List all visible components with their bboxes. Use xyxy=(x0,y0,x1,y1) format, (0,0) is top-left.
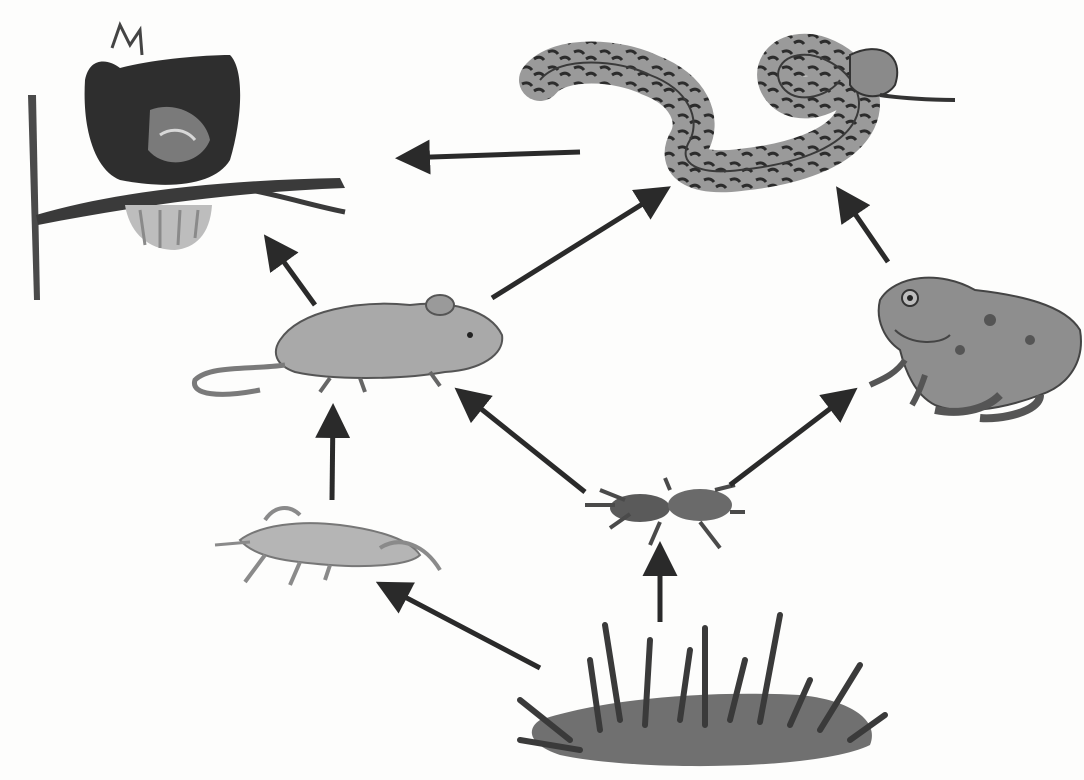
arrow-grasshopper-to-mouse xyxy=(332,410,333,500)
insect-icon xyxy=(585,478,745,548)
arrow-snake-to-owl xyxy=(402,152,580,158)
frog-icon xyxy=(870,278,1081,419)
owl-icon xyxy=(28,25,345,300)
arrow-mouse-to-snake xyxy=(492,190,665,298)
mouse-icon xyxy=(194,295,502,394)
arrow-mouse-to-owl xyxy=(268,240,315,305)
arrow-insect-to-mouse xyxy=(460,392,585,492)
arrow-grass-to-grasshopper xyxy=(382,585,540,668)
arrows xyxy=(268,152,888,668)
arrow-frog-to-snake xyxy=(840,192,888,262)
grasshopper-icon xyxy=(215,508,440,585)
grass-icon xyxy=(520,615,885,766)
arrow-insect-to-frog xyxy=(730,392,852,485)
snake-icon xyxy=(540,49,955,171)
